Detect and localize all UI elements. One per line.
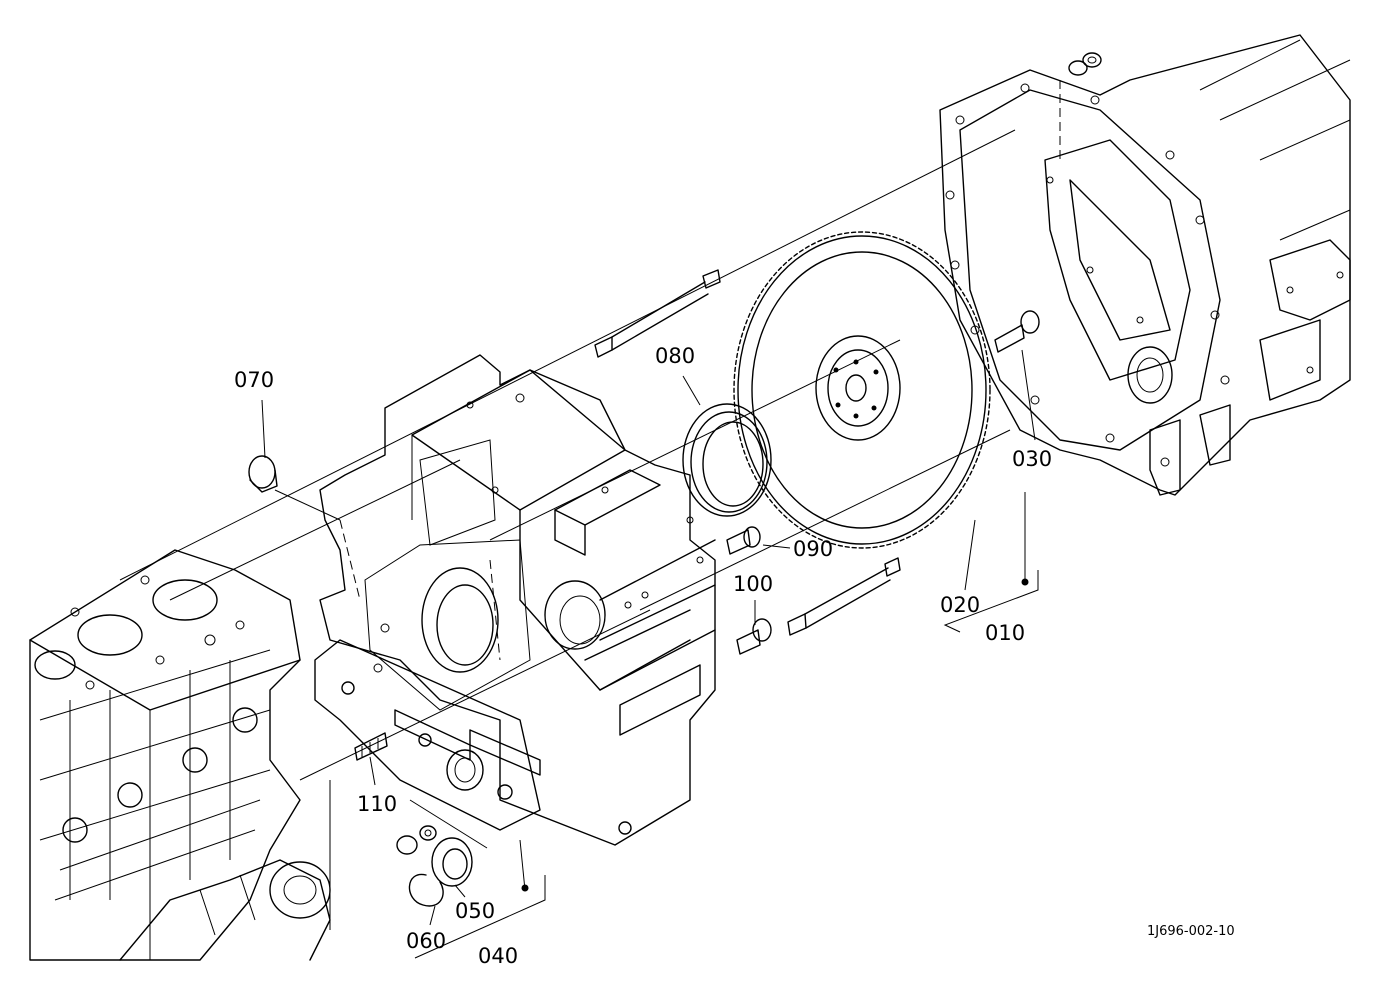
stud-bolt-lower: [787, 557, 901, 636]
bolt-030: [994, 310, 1040, 353]
callout-060: 060: [406, 929, 446, 953]
stud-bolt-upper: [594, 269, 721, 358]
top-nut-icon: [1068, 52, 1102, 76]
bolt-100: [736, 618, 772, 655]
callout-090: 090: [793, 537, 833, 561]
figure-code: 1J696-002-10: [1147, 924, 1235, 939]
assembly-guide-lines: [119, 129, 1016, 930]
callout-010: 010: [985, 621, 1025, 645]
callout-100: 100: [733, 572, 773, 596]
bolt-090: [726, 526, 761, 555]
nut-040: [396, 825, 437, 855]
callout-020: 020: [940, 593, 980, 617]
bell-housing: [939, 34, 1351, 496]
plug-070: [248, 455, 278, 493]
flywheel-housing: [314, 354, 716, 846]
stud-bolt-110: [354, 732, 388, 761]
callout-030: 030: [1012, 447, 1052, 471]
flywheel-020: [733, 231, 991, 549]
callout-070: 070: [234, 368, 274, 392]
oil-seal-080: [682, 403, 772, 517]
leader-lines: [261, 349, 1039, 959]
callout-080: 080: [655, 344, 695, 368]
callout-050: 050: [455, 899, 495, 923]
seal-050: [431, 837, 473, 887]
snap-ring-060: [408, 873, 444, 907]
engine-block: [29, 549, 331, 961]
callout-040: 040: [478, 944, 518, 968]
callout-110: 110: [357, 792, 397, 816]
